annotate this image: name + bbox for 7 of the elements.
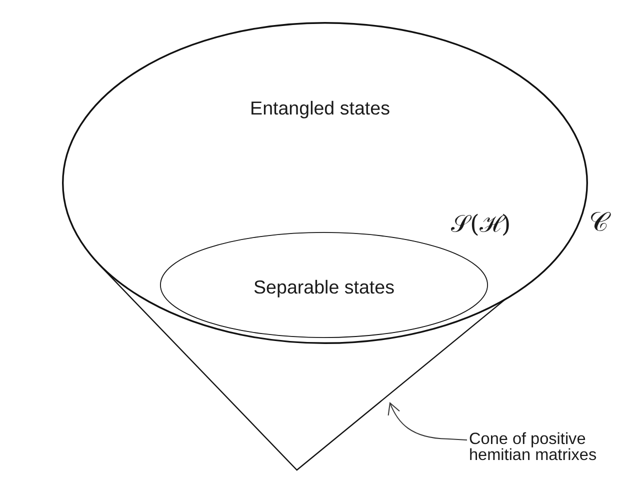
leader-arrow <box>388 402 468 440</box>
region-label: Separable states <box>254 276 394 298</box>
set-symbol: 𝒞 <box>589 209 609 236</box>
callout-text: Cone of positive hemitian matrixes <box>469 431 598 463</box>
region-label: Entangled states <box>250 98 390 118</box>
outer-ellipse <box>62 22 588 344</box>
set-symbol: 𝒮(ℋ) <box>451 212 511 236</box>
